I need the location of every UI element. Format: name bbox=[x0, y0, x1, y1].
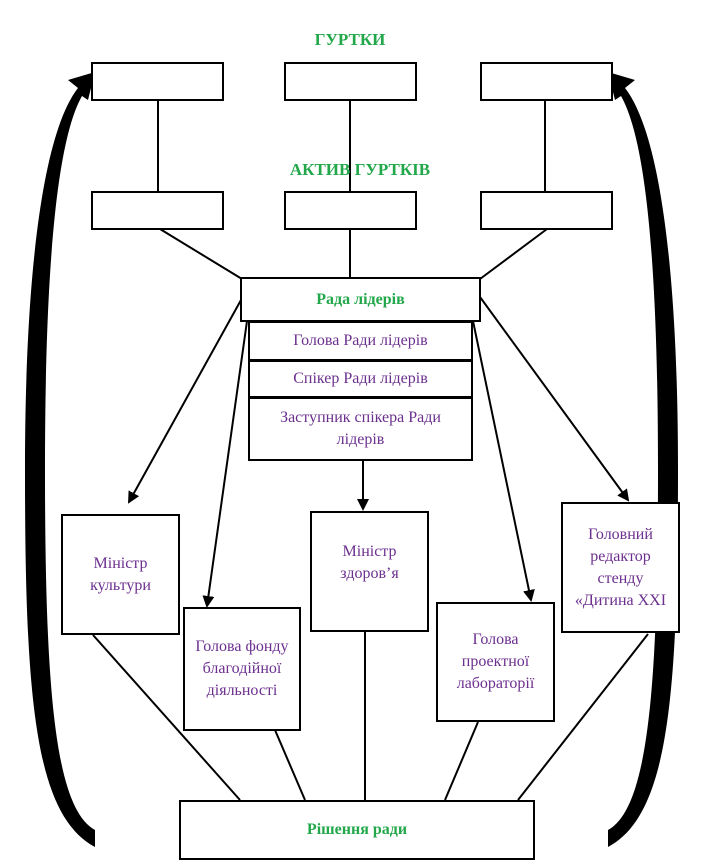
activist-box-right bbox=[480, 191, 613, 230]
activist-connector-right bbox=[479, 228, 548, 280]
decision-connector-culture bbox=[92, 634, 241, 801]
council-deputy-label: Заступник спікера Ради лідерів bbox=[280, 409, 441, 448]
decisions-title: Рішення ради bbox=[306, 821, 408, 838]
council-head-label: Голова Ради лідерів bbox=[293, 332, 428, 349]
charity-fund-label: Голова фонду благодійної діяльності bbox=[195, 638, 289, 699]
project-lab-label: Голова проектної лабораторії bbox=[456, 631, 535, 692]
stand-editor-label: Головний редактор стенду «Дитина ХХІ bbox=[574, 525, 667, 609]
arrow-to-project-lab bbox=[472, 320, 535, 602]
decision-connector-editor bbox=[517, 633, 649, 801]
activist-connector-left bbox=[159, 228, 243, 280]
club-box-center bbox=[284, 62, 417, 101]
council-speaker-label: Спікер Ради лідерів bbox=[293, 370, 428, 387]
charity-fund-box: Голова фонду благодійної діяльності bbox=[183, 607, 301, 731]
club-box-right bbox=[480, 62, 613, 101]
decision-connector-charity bbox=[274, 729, 306, 801]
minister-health-box: Міністр здоров’я bbox=[310, 511, 429, 632]
council-title: Рада лідерів bbox=[316, 290, 405, 308]
activist-box-left bbox=[91, 191, 224, 230]
stand-editor-box: Головний редактор стенду «Дитина ХХІ bbox=[561, 502, 680, 633]
minister-culture-label: Міністр культури bbox=[90, 554, 151, 594]
arrow-to-culture bbox=[128, 299, 242, 504]
feedback-arrow-right bbox=[608, 72, 678, 847]
decisions-box: Рішення ради bbox=[179, 800, 535, 860]
council-head-box: Голова Ради лідерів bbox=[248, 321, 473, 361]
club-box-left bbox=[91, 62, 224, 101]
feedback-arrow-left bbox=[25, 72, 95, 847]
council-box: Рада лідерів bbox=[240, 277, 481, 322]
activist-box-center bbox=[284, 191, 417, 230]
clubs-heading: ГУРТКИ bbox=[314, 30, 386, 49]
council-speaker-box: Спікер Ради лідерів bbox=[248, 360, 473, 398]
project-lab-box: Голова проектної лабораторії bbox=[436, 602, 555, 722]
minister-health-label: Міністр здоров’я bbox=[340, 543, 399, 582]
arrow-to-editor bbox=[479, 296, 630, 502]
minister-culture-box: Міністр культури bbox=[61, 514, 180, 635]
decision-connector-project-lab bbox=[444, 721, 479, 801]
clubs-activists-heading: АКТИВ ГУРТКІВ bbox=[289, 160, 431, 179]
arrow-to-charity bbox=[202, 320, 248, 608]
council-deputy-box: Заступник спікера Ради лідерів bbox=[248, 397, 473, 461]
